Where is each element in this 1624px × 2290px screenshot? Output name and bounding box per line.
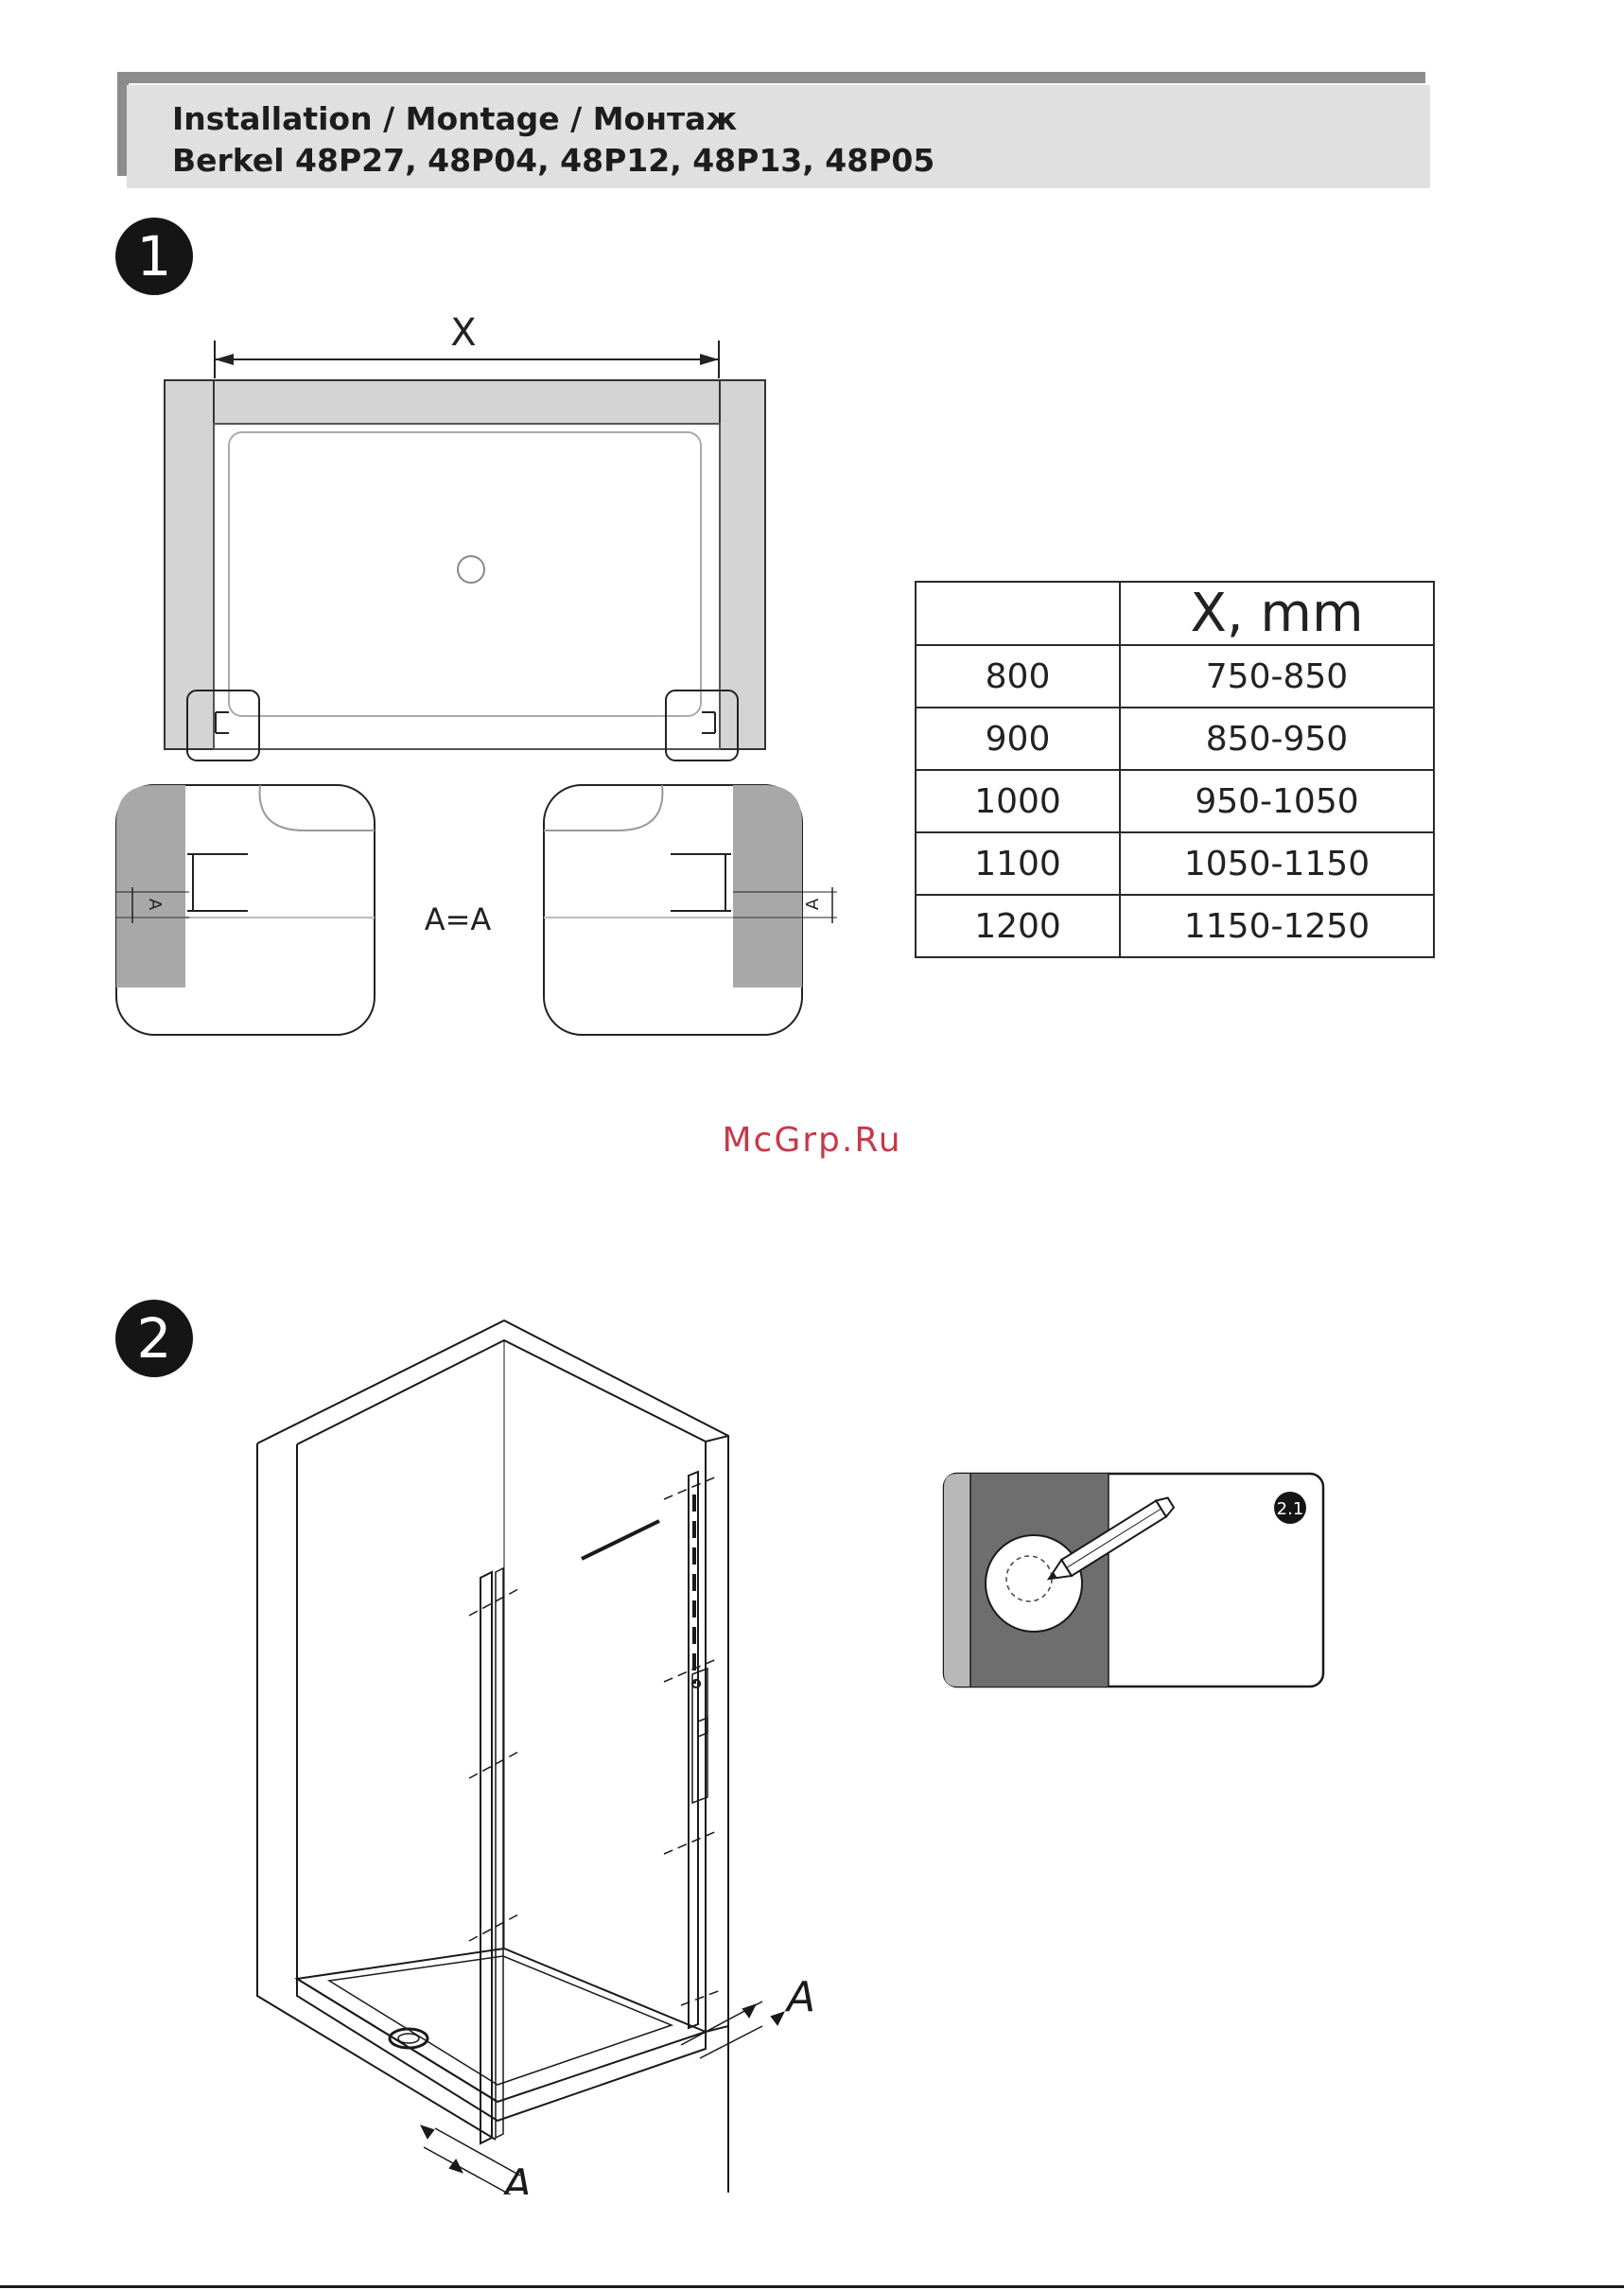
step-2-badge: 2 xyxy=(115,1300,193,1377)
table-row: 1200 1150-1250 xyxy=(916,895,1434,957)
table-header-x: X, mm xyxy=(1120,582,1434,645)
detail-right: A xyxy=(544,785,837,1035)
right-wall xyxy=(720,380,765,749)
table-cell-range: 1150-1250 xyxy=(1120,895,1434,957)
dimension-a-right: A xyxy=(784,1973,815,2021)
table-row: 900 850-950 xyxy=(916,708,1434,770)
table-cell-range: 950-1050 xyxy=(1120,770,1434,832)
table-cell-size: 900 xyxy=(916,708,1120,770)
detail-2-1-diagram: 2.1 xyxy=(942,1472,1326,1691)
table-cell-size: 1100 xyxy=(916,832,1120,895)
dimension-a-bottom: A xyxy=(500,2160,532,2194)
header-models: Berkel 48P27, 48P04, 48P12, 48P13, 48P05 xyxy=(172,142,934,179)
step2-isometric-diagram: A A xyxy=(236,1305,861,2194)
table-cell-size: 800 xyxy=(916,645,1120,708)
size-table: X, mm 800 750-850 900 850-950 1000 950-1… xyxy=(915,581,1435,958)
page-header: Installation / Montage / Монтаж Berkel 4… xyxy=(117,72,1425,188)
dimension-x-label: X xyxy=(450,311,476,355)
table-row: 1000 950-1050 xyxy=(916,770,1434,832)
step1-top-view-diagram: X A A=A A xyxy=(95,303,851,1050)
table-header-row: X, mm xyxy=(916,582,1434,645)
detail-left: A xyxy=(116,785,375,1035)
detail-left-label: A xyxy=(145,899,165,911)
step-1-badge: 1 xyxy=(115,218,193,295)
table-cell-range: 750-850 xyxy=(1120,645,1434,708)
back-wall xyxy=(214,380,720,424)
bottom-rule xyxy=(0,2285,1624,2288)
pencil-icon xyxy=(582,1521,659,1559)
header-panel: Installation / Montage / Монтаж Berkel 4… xyxy=(127,85,1430,188)
table-cell-range: 1050-1150 xyxy=(1120,832,1434,895)
table-cell-range: 850-950 xyxy=(1120,708,1434,770)
shower-tray xyxy=(214,424,720,749)
detail-right-label: A xyxy=(803,898,823,910)
header-title: Installation / Montage / Монтаж xyxy=(172,100,737,137)
header-shadow xyxy=(117,72,1425,83)
shower-tray-iso xyxy=(297,1949,706,2102)
step-2-1-label: 2.1 xyxy=(1277,1499,1304,1519)
drill-spot xyxy=(986,1535,1082,1632)
table-cell-size: 1000 xyxy=(916,770,1120,832)
equation-label: A=A xyxy=(425,901,492,937)
table-cell-size: 1200 xyxy=(916,895,1120,957)
table-header-empty xyxy=(916,582,1120,645)
table-row: 1100 1050-1150 xyxy=(916,832,1434,895)
table-row: 800 750-850 xyxy=(916,645,1434,708)
drain-icon xyxy=(458,556,484,583)
watermark: McGrp.Ru xyxy=(0,1121,1624,1160)
left-wall-profile xyxy=(480,1572,492,2143)
